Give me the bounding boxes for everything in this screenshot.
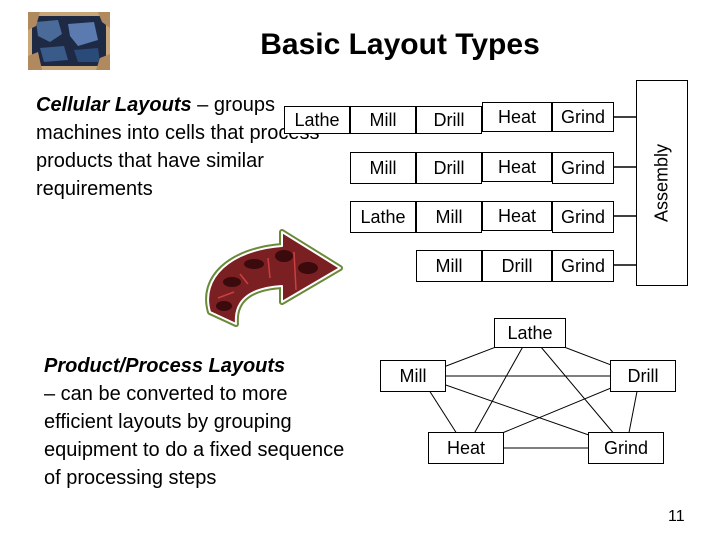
- curved-arrow-icon: [205, 229, 343, 327]
- node-mill: Mill: [380, 360, 446, 392]
- cell2-heat: Heat: [482, 152, 552, 182]
- assembly-box: Assembly: [636, 80, 688, 286]
- cell4-drill: Drill: [482, 250, 552, 282]
- cell2-grind: Grind: [552, 152, 614, 184]
- cell4-grind: Grind: [552, 250, 614, 282]
- cellular-heading: Cellular Layouts: [36, 94, 192, 116]
- cell3-grind: Grind: [552, 201, 614, 233]
- cell1-grind: Grind: [552, 102, 614, 132]
- page-title: Basic Layout Types: [260, 28, 540, 61]
- node-drill: Drill: [610, 360, 676, 392]
- cell3-lathe: Lathe: [350, 201, 416, 233]
- node-lathe: Lathe: [494, 318, 566, 348]
- node-grind: Grind: [588, 432, 664, 464]
- cellular-paragraph: Cellular Layouts – groups machines into …: [36, 91, 336, 203]
- product-process-text: – can be converted to more efficient lay…: [44, 383, 345, 489]
- cell4-mill: Mill: [416, 250, 482, 282]
- cellular-text: – groups machines into cells that proces…: [36, 94, 320, 200]
- cell2-mill: Mill: [350, 152, 416, 184]
- product-process-heading: Product/Process Layouts: [44, 355, 286, 377]
- logo-image: [28, 12, 110, 70]
- cell3-heat: Heat: [482, 201, 552, 231]
- node-heat: Heat: [428, 432, 504, 464]
- cell1-lathe: Lathe: [284, 106, 350, 134]
- cell2-drill: Drill: [416, 152, 482, 184]
- page-number: 11: [668, 508, 685, 525]
- cell1-heat: Heat: [482, 102, 552, 132]
- product-process-paragraph: Product/Process Layouts – can be convert…: [44, 352, 354, 492]
- cell1-drill: Drill: [416, 106, 482, 134]
- cell3-mill: Mill: [416, 201, 482, 233]
- cell1-mill: Mill: [350, 106, 416, 134]
